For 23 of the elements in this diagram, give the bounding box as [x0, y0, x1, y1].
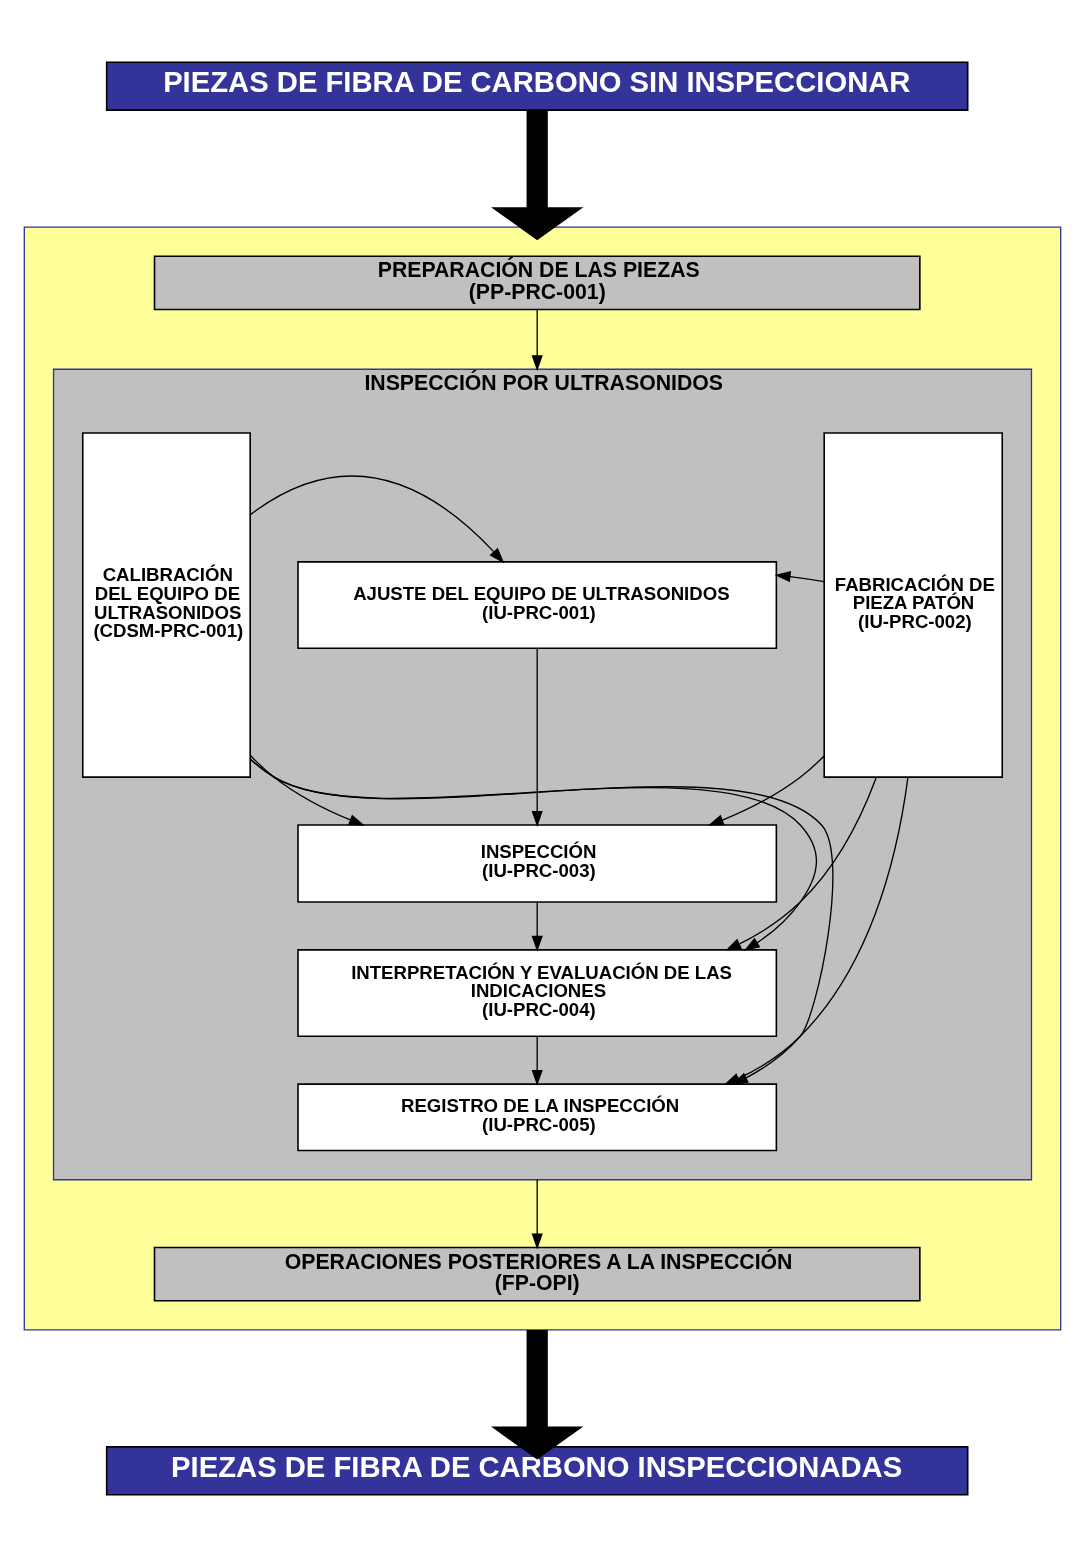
node-box: OPERACIONES POSTERIORES A LA INSPECCIÓN (FP-OPI)	[153, 1246, 921, 1301]
arrow	[490, 1329, 584, 1460]
node-box: PIEZAS DE FIBRA DE CARBONO SIN INSPECCIONAR	[105, 61, 969, 111]
node-box: PIEZAS DE FIBRA DE CARBONO INSPECCIONADAS	[105, 1445, 969, 1495]
arrow	[249, 474, 505, 563]
node-box: CALIBRACIÓN DEL EQUIPO DE ULTRASONIDOS (CDSM-PRC-001)	[81, 431, 251, 778]
node-box: AJUSTE DEL EQUIPO DE ULTRASONIDOS (IU-PRC-001)	[297, 560, 778, 649]
arrow	[774, 570, 825, 582]
node-box: PREPARACIÓN DE LAS PIEZAS (PP-PRC-001)	[153, 255, 921, 310]
arrow	[531, 1035, 543, 1086]
node-box: FABRICACIÓN DE PIEZA PATÓN (IU-PRC-002)	[823, 431, 1004, 778]
arrow	[531, 308, 543, 371]
cluster	[23, 225, 1062, 1331]
arrow	[725, 776, 877, 951]
node-box: REGISTRO DE LA INSPECCIÓN (IU-PRC-005)	[297, 1082, 778, 1151]
node-box: INTERPRETACIÓN Y EVALUACIÓN DE LAS INDICACIONES (IU-PRC-004)	[297, 948, 778, 1037]
arrow	[531, 647, 543, 827]
node-box: INSPECCIÓN (IU-PRC-003)	[297, 823, 778, 903]
arrow	[531, 901, 543, 952]
arrow	[249, 754, 365, 826]
arrow	[531, 1178, 543, 1249]
arrow	[707, 754, 825, 826]
arrow	[490, 109, 584, 240]
